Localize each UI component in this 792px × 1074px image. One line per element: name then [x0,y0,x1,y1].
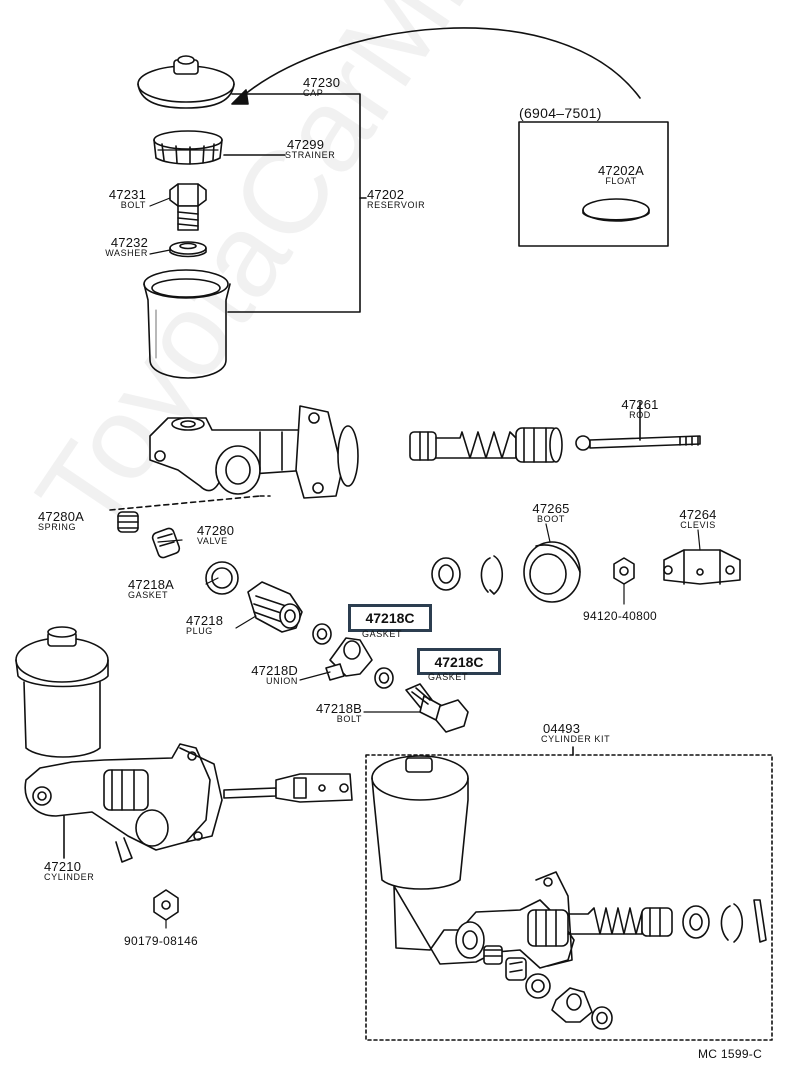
leader-lines [149,197,701,929]
strainer-part [153,130,223,165]
highlight-gasket-c-2: 47218C [417,648,501,675]
boot-part [523,541,581,603]
nut-bottom-part [153,889,179,921]
rod-part [575,401,701,451]
highlight-gasket-c-1: 47218C [348,604,432,632]
cylinder-assembled [15,626,353,863]
dashed-leader-left [109,495,261,511]
union-part [325,637,373,681]
float-box [518,121,669,247]
bolt-top-part [169,183,207,231]
cylinder-kit-box [365,746,773,1041]
arrow-float-to-cap [231,27,641,105]
bolt-b-part [405,683,469,733]
label-nut-clevis: 94120-40800 [583,609,658,623]
label-nut-bottom: 90179-08146 [124,934,199,948]
date-range: (6904–7501) [519,105,602,121]
piston-assembly [409,427,563,463]
kit-cylinder-drawing [371,755,767,1030]
label-gasket-c-2-name: GASKET [428,672,469,682]
seal-cups [431,555,504,595]
reservoir-part [143,269,231,379]
diagram-code: MC 1599-C [698,1047,763,1061]
label-gasket-c-1-name: GASKET [362,629,403,639]
gasket-a-part [205,561,239,595]
washer-part [169,241,207,258]
plug-part [247,581,303,633]
gasket-c-rings [312,623,394,689]
cylinder-body-exploded [149,405,359,499]
spring-part [117,511,139,533]
nut-clevis-part [613,557,635,585]
valve-part [151,527,181,559]
clevis-part [663,549,741,585]
cap-part [137,55,235,109]
reservoir-bracket-line [223,93,367,313]
